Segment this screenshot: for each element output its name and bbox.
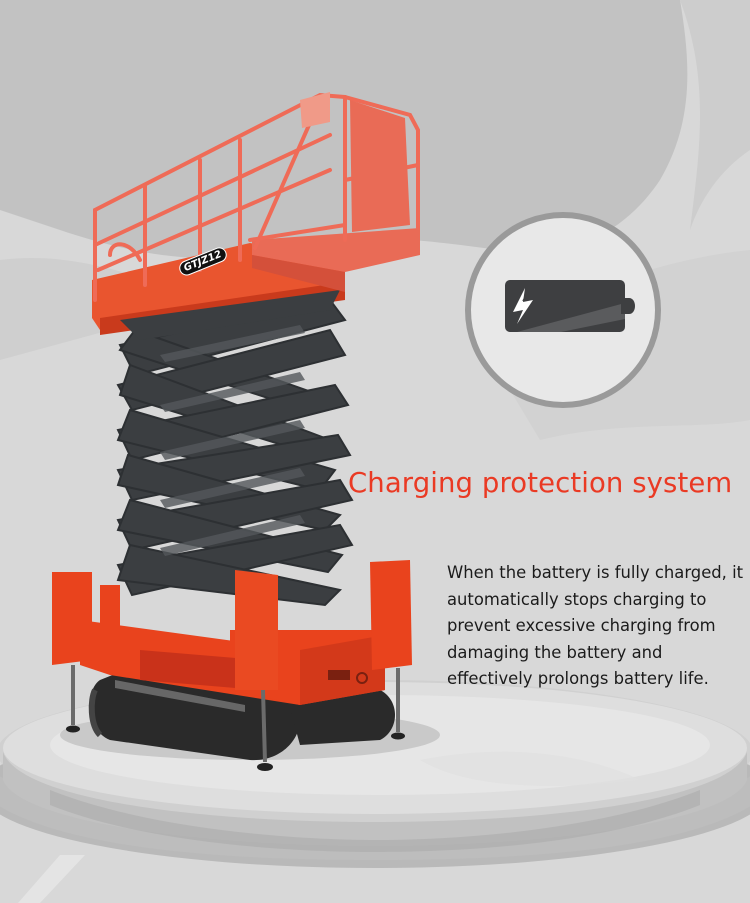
base-chassis: [52, 560, 412, 771]
work-platform: [92, 92, 420, 340]
battery-charging-icon: [505, 280, 635, 332]
feature-description: When the battery is fully charged, it au…: [447, 563, 744, 689]
feature-title: Charging protection system: [348, 467, 733, 499]
battery-badge: [465, 212, 661, 408]
